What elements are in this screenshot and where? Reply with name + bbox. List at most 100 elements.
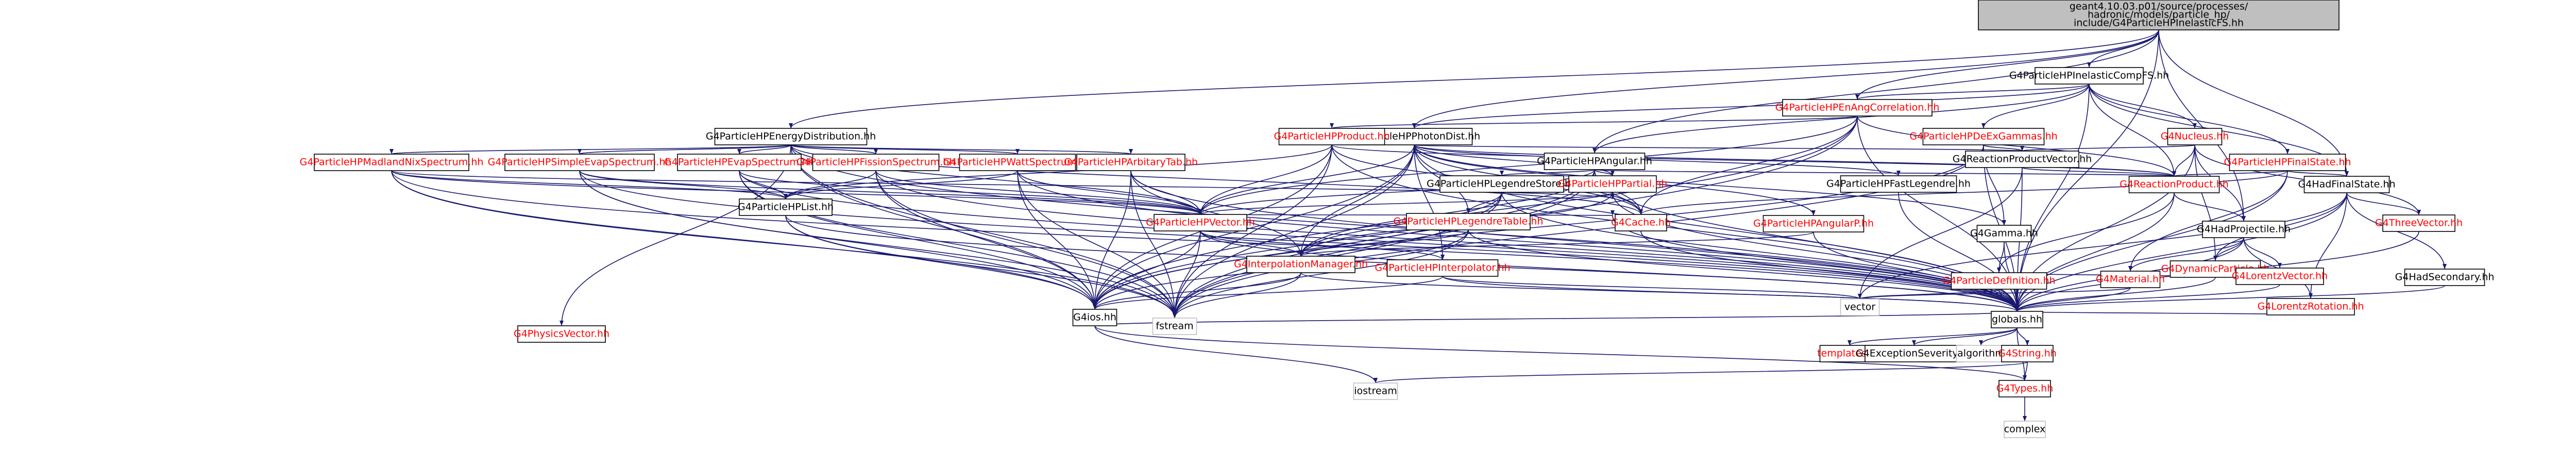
graph-edge-watt-to-hplist [784,170,1018,199]
graph-node-hpproduct[interactable]: G4ParticleHPProduct.hh [1274,128,1390,145]
graph-node-label: G4ParticleHPList.hh [738,202,834,213]
graph-edge-angular-to-partial [1594,169,1615,176]
graph-node-nucleus[interactable]: G4Nucleus.hh [2161,128,2229,145]
graph-edge-root-to-globals [2015,29,2159,312]
graph-node-label: geant4.10.03.p01/source/processes/ [2070,1,2248,12]
graph-edge-globals-to-algorithm [1979,327,2018,346]
graph-node-label: G4ParticleHPVector.hh [1146,217,1255,228]
graph-node-label: vector [1844,302,1875,313]
graph-node-partial[interactable]: G4ParticleHPPartial.hh [1558,175,1668,193]
graph-node-label: G4ParticleHPAngularP.hh [1753,218,1874,229]
graph-node-enang[interactable]: G4ParticleHPEnAngCorrelation.hh [1775,99,1940,116]
graph-edge-hpproduct-to-fstream [1173,144,1332,319]
graph-edge-pcd-to-gamma [1414,144,2006,226]
graph-node-legendretable[interactable]: G4ParticleHPLegendreTable.hh [1394,213,1544,230]
graph-node-ios[interactable]: G4ios.hh [1072,309,1117,326]
graph-node-physvec[interactable]: G4PhysicsVector.hh [514,325,609,343]
graph-node-label: G4ParticleHPFastLegendre.hh [1826,178,1971,190]
graph-node-g4types[interactable]: G4Types.hh [1996,380,2053,397]
graph-edge-pcd-to-ios [1093,144,1415,310]
graph-node-deex[interactable]: G4ParticleHPDeExGammas.hh [1909,128,2058,145]
graph-node-hadfs[interactable]: G4HadFinalState.hh [2298,176,2396,193]
graph-node-label: G4HadFinalState.hh [2298,179,2395,190]
graph-node-box [1152,318,1197,335]
graph-node-angular[interactable]: G4ParticleHPAngular.hh [1537,153,1652,170]
graph-node-interp[interactable]: G4InterpolationManager.hh [1234,256,1368,273]
graph-node-hpinterp[interactable]: G4ParticleHPInterpolator.hh [1375,259,1511,277]
graph-edge-hpproduct-to-reactionprod [1331,144,2176,177]
graph-node-simpleevap[interactable]: G4ParticleHPSimpleEvapSpectrum.hh [488,154,672,171]
graph-edge-madland-to-hplist [391,170,788,199]
graph-edge-endis-to-arbitrary [790,144,1133,155]
graph-node-reactionprod[interactable]: G4ReactionProduct.hh [2120,176,2229,193]
graph-node-box [2235,268,2324,285]
graph-edge-hpinterp-to-vector [1442,276,1862,299]
graph-edge-simpleevap-to-globals [579,170,2019,312]
graph-node-material[interactable]: G4Material.hh [2096,271,2165,288]
graph-node-watt[interactable]: G4ParticleHPWattSpectrum.hh [943,154,1092,171]
graph-node-label: G4InterpolationManager.hh [1234,259,1368,270]
graph-node-hplist[interactable]: G4ParticleHPList.hh [738,198,834,216]
graph-edge-material-to-globals [2015,287,2131,312]
graph-node-reactionprodvec[interactable]: G4ReactionProductVector.hh [1953,151,2092,168]
graph-node-box [677,154,802,171]
graph-node-lorentzvector[interactable]: G4LorentzVector.hh [2232,268,2328,285]
graph-node-madland[interactable]: G4ParticleHPMadlandNixSpectrum.hh [300,154,484,171]
graph-edge-legendretable-to-globals [1468,229,2019,312]
graph-edge-fastlegendre-to-globals [1898,192,2019,312]
graph-node-endis[interactable]: G4ParticleHPEnergyDistribution.hh [706,128,876,145]
graph-node-legendrestore[interactable]: G4ParticleHPLegendreStore.hh [1427,175,1577,193]
graph-node-box [1615,214,1667,231]
graph-edge-legendrestore-to-legendretable [1466,192,1502,214]
graph-node-box [2404,269,2485,286]
graph-edge-root-to-hadprojectile [2158,29,2246,222]
graph-edge-angular-to-reactionprod [1594,169,2176,177]
graph-node-hadprojectile[interactable]: G4HadProjectile.hh [2197,221,2291,238]
graph-edge-madland-to-globals [391,170,2019,312]
graph-edge-compfs-to-reactionprod [2089,84,2176,177]
graph-edge-hadfs-to-globals [2015,192,2347,312]
graph-edge-hpdata-to-globals [1612,215,2019,312]
graph-node-box [2001,345,2054,362]
graph-node-compfs[interactable]: G4ParticleHPInelasticCompFS.hh [2009,67,2169,85]
graph-node-angularp[interactable]: G4ParticleHPAngularP.hh [1753,215,1874,232]
graph-node-arbitrary[interactable]: G4ParticleHPArbitaryTab.hh [1064,154,1198,171]
graph-node-complex: complex [2004,421,2046,438]
graph-node-hadsecondary[interactable]: G4HadSecondary.hh [2395,269,2495,286]
graph-node-particledef[interactable]: G4ParticleDefinition.hh [1942,272,2056,290]
graph-node-box [1782,99,1933,116]
graph-edge-finalst-to-reactionprod [2172,170,2288,177]
graph-node-gamma[interactable]: G4Gamma.hh [1970,225,2038,242]
graph-edge-hadsecondary-to-globals [2015,285,2445,312]
graph-edge-evap-to-ios [739,170,1097,310]
graph-node-box [1956,345,2006,362]
graph-node-evap[interactable]: G4ParticleHPEvapSpectrum.hh [664,154,815,171]
graph-edge-angularp-to-interp [1299,231,1814,257]
graph-node-box [1965,151,2079,168]
graph-node-threevector[interactable]: G4ThreeVector.hh [2375,214,2463,232]
graph-node-fission[interactable]: G4ParticleHPFissionSpectrum.hh [796,154,956,171]
graph-edge-pcd-to-interp [1299,144,1415,257]
graph-node-label: G4ParticleHPDeExGammas.hh [1909,131,2057,142]
graph-node-exseverity[interactable]: G4ExceptionSeverity.hh [1856,345,1972,362]
graph-edge-endis-to-madland [389,144,791,155]
graph-node-hpvector[interactable]: G4ParticleHPVector.hh [1146,214,1255,231]
graph-node-lorentzrotation[interactable]: G4LorentzRotation.hh [2258,298,2364,315]
graph-edge-arbitrary-to-interp [1130,170,1303,257]
graph-node-box [1386,259,1499,277]
graph-edge-compfs-to-enang [1855,84,2090,100]
graph-node-label: G4ReactionProduct.hh [2120,179,2229,190]
graph-edge-ios-to-iostream [1094,325,1378,384]
graph-node-cache[interactable]: G4Cache.hh [1611,214,1671,231]
graph-node-finalst[interactable]: G4ParticleHPFinalState.hh [2224,154,2351,171]
graph-node-box [2167,128,2223,145]
graph-node-label: G4ParticleHPAngular.hh [1537,156,1652,167]
graph-node-label: complex [2004,424,2046,435]
graph-edge-compfs-to-pcd [1412,84,2090,129]
graph-edge-enang-to-hpvector [1198,115,1858,215]
graph-node-g4string[interactable]: G4String.hh [1998,345,2057,362]
graph-node-globals[interactable]: globals.hh [1991,311,2043,328]
graph-node-fastlegendre[interactable]: G4ParticleHPFastLegendre.hh [1826,175,1971,193]
graph-node-box [1072,309,1117,326]
graph-node-label: G4ExceptionSeverity.hh [1856,348,1972,359]
